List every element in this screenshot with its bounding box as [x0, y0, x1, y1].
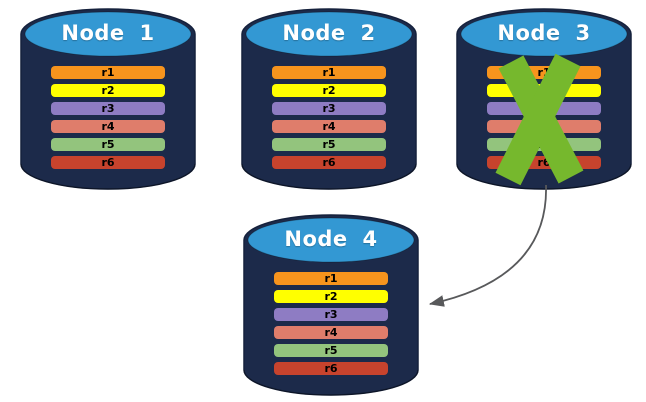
node-4-rows: r1 r2 r3 r4 r5 r6: [274, 272, 388, 375]
row-label: r5: [101, 138, 115, 151]
node-1-row-r6: r6: [51, 156, 165, 169]
x-stroke: [495, 53, 581, 186]
node-4-row-r6: r6: [274, 362, 388, 375]
node-4-row-r4: r4: [274, 326, 388, 339]
row-label: r4: [324, 326, 338, 339]
row-label: r2: [322, 84, 336, 97]
node-4-title: Node 4: [284, 227, 378, 251]
arrow-curve: [428, 184, 547, 307]
node-4-row-r3: r3: [274, 308, 388, 321]
cylinder-top: [24, 11, 192, 57]
node-2-row-r3: r3: [272, 102, 386, 115]
cylinder-bottom-rim: [20, 163, 196, 190]
cylinder-top: [247, 217, 415, 263]
node-2-row-r2: r2: [272, 84, 386, 97]
node-2-row-r6: r6: [272, 156, 386, 169]
node-2-row-r5: r5: [272, 138, 386, 151]
row-label: r6: [537, 156, 551, 169]
node-1: Node 1 r1 r2 r3 r4 r5 r6: [19, 7, 197, 191]
failure-x-icon: [495, 53, 584, 186]
node-4-row-r1: r1: [274, 272, 388, 285]
row-label: r1: [324, 272, 338, 285]
row-label: r6: [324, 362, 338, 375]
node-1-rows: r1 r2 r3 r4 r5 r6: [51, 66, 165, 169]
cylinder-top: [460, 11, 628, 57]
node-2-row-r1: r1: [272, 66, 386, 79]
row-label: r4: [322, 120, 336, 133]
node-1-row-r4: r4: [51, 120, 165, 133]
row-label: r5: [324, 344, 338, 357]
node-1-row-r3: r3: [51, 102, 165, 115]
row-label: r6: [101, 156, 115, 169]
cylinder-top: [245, 11, 413, 57]
row-label: r5: [322, 138, 336, 151]
row-label: r2: [324, 290, 338, 303]
row-label: r2: [101, 84, 115, 97]
node-4-row-r5: r5: [274, 344, 388, 357]
row-label: r1: [322, 66, 336, 79]
row-label: r1: [101, 66, 115, 79]
row-label: r6: [322, 156, 336, 169]
cylinder-bottom-rim: [243, 369, 419, 396]
row-label: r3: [101, 102, 115, 115]
node-2: Node 2 r1 r2 r3 r4 r5 r6: [240, 7, 418, 191]
node-1-row-r2: r2: [51, 84, 165, 97]
node-1-title: Node 1: [61, 21, 155, 45]
row-label: r3: [322, 102, 336, 115]
node-3-title: Node 3: [497, 21, 591, 45]
node-2-row-r4: r4: [272, 120, 386, 133]
node-1-row-r1: r1: [51, 66, 165, 79]
node-4: Node 4 r1 r2 r3 r4 r5 r6: [242, 213, 420, 397]
node-2-title: Node 2: [282, 21, 376, 45]
row-label: r3: [324, 308, 338, 321]
node-1-row-r5: r5: [51, 138, 165, 151]
row-label: r4: [101, 120, 115, 133]
row-label: r1: [537, 66, 551, 79]
cylinder-bottom-rim: [241, 163, 417, 190]
node-3: Node 3 r1 r2 r3 r4 r5 r6: [455, 7, 633, 191]
node-4-row-r2: r2: [274, 290, 388, 303]
node-2-rows: r1 r2 r3 r4 r5 r6: [272, 66, 386, 169]
